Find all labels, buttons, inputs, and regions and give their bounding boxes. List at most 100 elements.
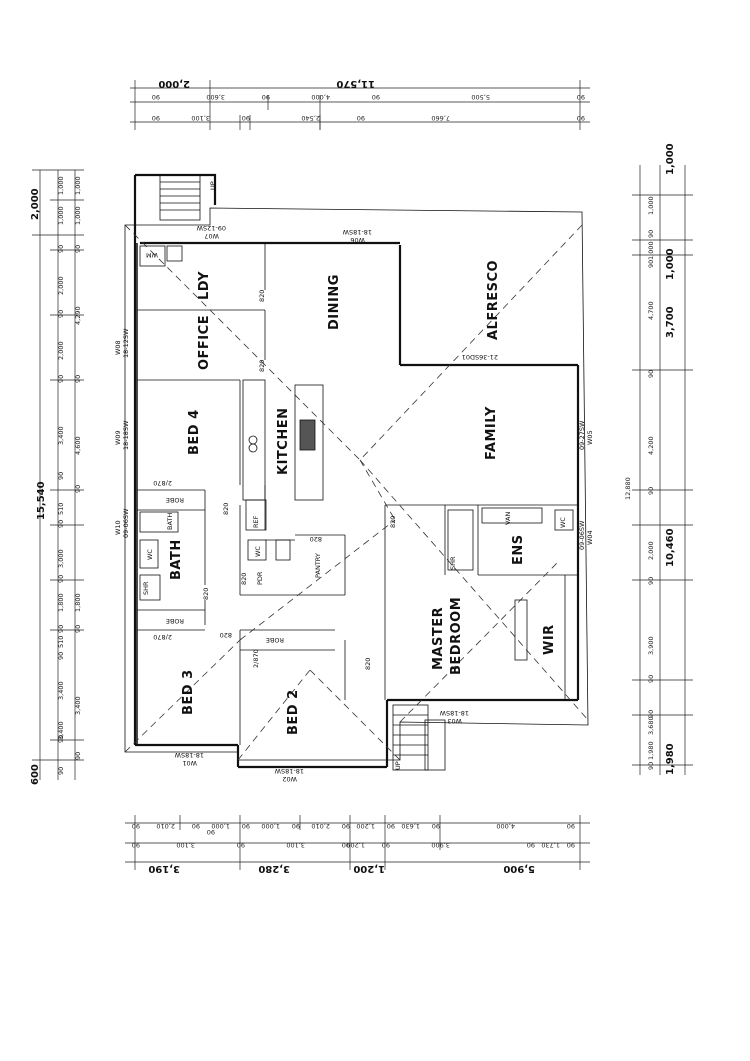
svg-text:90: 90 <box>57 767 65 775</box>
svg-text:09-12SW: 09-12SW <box>196 224 226 232</box>
stairs-up-label-bottom: UP <box>394 761 402 770</box>
svg-text:7,660: 7,660 <box>431 114 450 122</box>
room-bed4: BED 4 <box>187 409 202 455</box>
svg-text:2,540: 2,540 <box>301 114 320 122</box>
svg-text:1,800: 1,800 <box>57 593 65 612</box>
room-office: OFFICE <box>197 315 212 370</box>
svg-text:W08: W08 <box>114 340 122 355</box>
dim-right-mid: 3,700 <box>665 306 676 338</box>
svg-text:90: 90 <box>647 487 655 495</box>
door-2870-bed2: 2/870 <box>252 649 260 668</box>
door-2870-bed3: 2/870 <box>153 633 172 641</box>
svg-text:90: 90 <box>647 370 655 378</box>
svg-text:3,680: 3,680 <box>647 716 655 735</box>
svg-text:90: 90 <box>242 822 250 830</box>
svg-text:90: 90 <box>647 710 655 718</box>
svg-text:4,600: 4,600 <box>74 436 82 455</box>
svg-text:90: 90 <box>57 245 65 253</box>
wc-label-1: WC <box>254 546 262 557</box>
svg-text:3,100: 3,100 <box>176 841 195 849</box>
door-2870-bed4: 2/870 <box>153 479 172 487</box>
room-alfresco: ALFRESCO <box>486 260 501 340</box>
pdr-label: PDR <box>256 571 264 585</box>
svg-text:90: 90 <box>372 93 380 101</box>
kitchen-island <box>242 379 324 531</box>
svg-text:90: 90 <box>74 625 82 633</box>
svg-text:1,730: 1,730 <box>541 841 560 849</box>
svg-text:2,000: 2,000 <box>57 341 65 360</box>
right-dimensions: 1,000 1,000 3,700 10,460 1,980 12,880 1,… <box>624 143 693 775</box>
svg-text:90: 90 <box>57 575 65 583</box>
svg-text:4,200: 4,200 <box>647 436 655 455</box>
svg-text:09-27SW: 09-27SW <box>578 420 586 450</box>
bottom-dimensions: 90 2,010 90 1,000 90 1,000 90 2,010 90 1… <box>125 815 590 874</box>
svg-text:510: 510 <box>57 503 65 515</box>
svg-text:90: 90 <box>74 375 82 383</box>
robe-bed4: ROBE <box>166 496 184 504</box>
room-ens: ENS <box>511 534 526 565</box>
svg-text:90: 90 <box>192 822 200 830</box>
svg-text:21-36SD01: 21-36SD01 <box>462 353 498 361</box>
svg-text:18-18SW: 18-18SW <box>174 751 204 759</box>
ensuite-fixtures <box>447 507 574 661</box>
dim-top-overall: 11,570 <box>336 78 375 89</box>
room-bed3: BED 3 <box>181 669 196 715</box>
room-pantry: PANTRY <box>314 553 322 578</box>
door-820-5: 820 <box>240 573 248 585</box>
shower-label-1: SHR <box>449 556 457 570</box>
wm-label: WM <box>146 251 158 259</box>
svg-text:90: 90 <box>342 822 350 830</box>
bath-fixtures <box>139 511 179 601</box>
svg-text:90: 90 <box>242 114 250 122</box>
svg-text:90: 90 <box>237 841 245 849</box>
svg-text:1,000: 1,000 <box>57 206 65 225</box>
wc-label-3: WC <box>559 517 567 528</box>
svg-text:W10: W10 <box>114 520 122 535</box>
svg-text:3,000: 3,000 <box>57 549 65 568</box>
stairs-bottom <box>392 704 446 771</box>
svg-text:90: 90 <box>74 245 82 253</box>
svg-text:90: 90 <box>57 472 65 480</box>
svg-text:W06: W06 <box>350 236 365 244</box>
robe-bed2: ROBE <box>266 636 284 644</box>
window-labels: W06 18-18SW W07 09-12SW W08 18-12SW W09 … <box>114 224 594 783</box>
dim-top-left: 2,000 <box>158 78 190 89</box>
svg-text:1,200: 1,200 <box>346 841 365 849</box>
room-wir: WIR <box>542 624 557 655</box>
svg-text:W03: W03 <box>447 717 462 725</box>
top-dimensions: 11,570 2,000 90 3,600 90 4,000 90 5,500 … <box>130 78 590 130</box>
svg-text:2,000: 2,000 <box>57 276 65 295</box>
dim-bottom-4: 5,900 <box>503 863 535 874</box>
shower-label-2: SHR <box>142 581 150 595</box>
svg-text:90: 90 <box>152 93 160 101</box>
svg-text:18-18SW: 18-18SW <box>342 228 372 236</box>
room-dining: DINING <box>327 274 342 330</box>
dim-bottom-3: 1,200 <box>353 863 385 874</box>
svg-text:3,400: 3,400 <box>57 426 65 445</box>
dim-left-overall: 15,540 <box>36 481 47 520</box>
laundry-fixtures <box>139 245 183 267</box>
svg-text:90: 90 <box>577 93 585 101</box>
dim-bottom-2: 3,280 <box>258 863 290 874</box>
exterior-walls <box>133 173 580 769</box>
svg-text:90: 90 <box>262 93 270 101</box>
svg-text:90: 90 <box>152 114 160 122</box>
svg-text:90: 90 <box>647 762 655 770</box>
svg-text:1,000: 1,000 <box>74 176 82 195</box>
wc-fixtures <box>247 539 291 561</box>
svg-text:3,400: 3,400 <box>74 696 82 715</box>
svg-text:1,000: 1,000 <box>647 196 655 215</box>
svg-text:3,900: 3,900 <box>431 841 450 849</box>
roof-hip-lines <box>124 224 589 761</box>
svg-text:3,400: 3,400 <box>57 681 65 700</box>
svg-text:09-06SW: 09-06SW <box>122 508 130 538</box>
door-820-8: 820 <box>220 631 232 639</box>
room-ldy: LDY <box>197 271 212 300</box>
svg-text:90: 90 <box>432 822 440 830</box>
svg-text:2,000: 2,000 <box>647 541 655 560</box>
svg-text:4,000: 4,000 <box>496 822 515 830</box>
door-820-7: 820 <box>364 658 372 670</box>
ref-label: REF <box>252 515 260 528</box>
dim-right-top: 1,000 <box>665 143 676 175</box>
